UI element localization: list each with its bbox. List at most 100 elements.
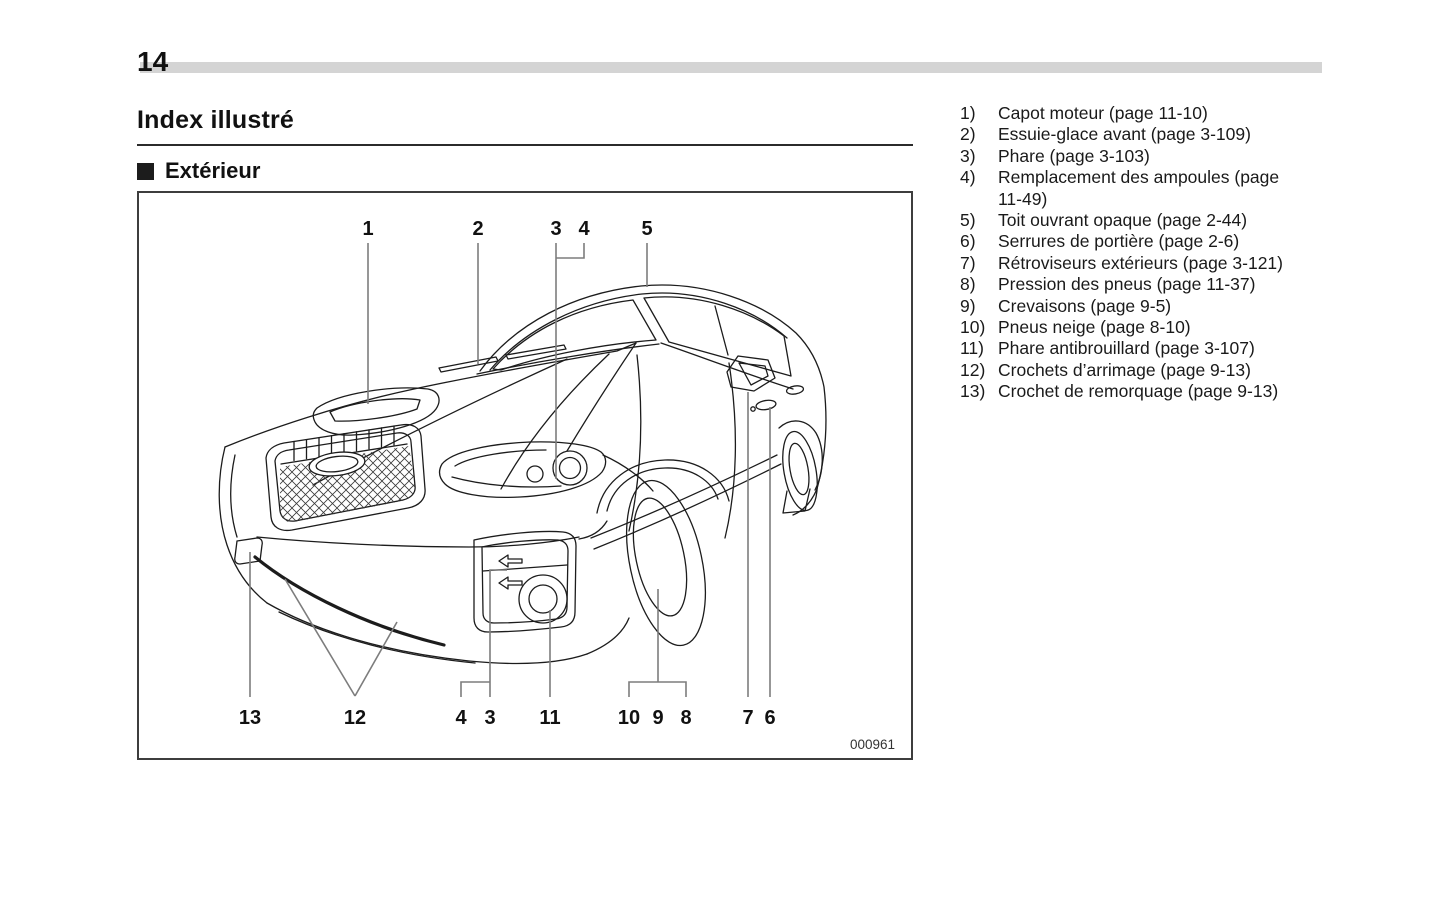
- rear-tire: [782, 430, 818, 512]
- legend-item-4: 4) Remplacement des ampoules (page 11-49): [960, 167, 1298, 210]
- callout-12: 12: [344, 707, 366, 729]
- legend-item-number: 7): [960, 252, 976, 273]
- callout-5: 5: [641, 218, 652, 240]
- front-wheel-arch: [596, 459, 730, 514]
- car-diagram-svg: 1 2 3 4 5 13 12 4 3 11 10 9 8 7 6 000961: [218, 218, 895, 752]
- legend-item-text: Pression des pneus (page 11-37): [998, 274, 1256, 295]
- headlight-to-arch-line: [602, 454, 654, 492]
- legend-item-7: 7) Rétroviseurs extérieurs (page 3-121): [960, 253, 1298, 274]
- legend-item-number: 8): [960, 274, 976, 295]
- front-wheel-face: [632, 497, 688, 617]
- callout-10: 10: [618, 707, 640, 729]
- hood-scoop: [312, 387, 440, 436]
- legend-item-3: 3) Phare (page 3-103): [960, 146, 1298, 167]
- legend-item-number: 5): [960, 210, 976, 231]
- bumper-top-line: [256, 536, 580, 548]
- legend-item-text: Serrures de portière (page 2-6): [998, 231, 1240, 252]
- callout-3-bottom: 3: [484, 707, 495, 729]
- cowl-line: [476, 343, 660, 375]
- callout-3-top: 3: [550, 218, 561, 240]
- leader-4-top-bracket: [556, 243, 585, 259]
- rocker-lines: [590, 454, 782, 550]
- callout-7: 7: [742, 707, 753, 729]
- legend-item-text: Rétroviseurs extérieurs (page 3-121): [998, 252, 1283, 273]
- hood-crease-right: [500, 353, 610, 490]
- page-title-block: Index illustré: [137, 106, 913, 146]
- roof-inner-line: [489, 292, 788, 371]
- legend-item-9: 9) Crevaisons (page 9-5): [960, 296, 1298, 317]
- windshield: [492, 299, 657, 371]
- rear-wheel-face: [788, 442, 810, 496]
- roofline: [479, 284, 827, 490]
- leader-12: [284, 578, 398, 697]
- b-pillar: [714, 305, 729, 356]
- side-mirror: [726, 355, 776, 392]
- brand-emblem: [308, 451, 366, 477]
- callout-13: 13: [239, 707, 261, 729]
- page-header-rule: [140, 62, 1322, 73]
- front-door-line: [628, 354, 642, 532]
- legend-item-5: 5)Toit ouvrant opaque (page 2-44): [960, 210, 1298, 231]
- legend-item-text: Crevaisons (page 9-5): [998, 295, 1172, 316]
- side-glass: [643, 296, 792, 377]
- rear-door-line: [724, 362, 737, 539]
- bumper-to-arch-line: [578, 520, 608, 540]
- legend-item-number: 13): [960, 381, 986, 402]
- legend-item-text: Capot moteur (page 11-10): [998, 103, 1208, 123]
- legend-item-number: 12): [960, 359, 986, 380]
- front-door-handle: [755, 399, 777, 411]
- wiper-blades: [438, 344, 567, 373]
- leader-lines: [249, 243, 771, 697]
- figure-code: 000961: [850, 737, 895, 752]
- leader-3-bottom: [489, 569, 507, 697]
- legend-item-11: 11) Phare antibrouillard (page 3-107): [960, 338, 1298, 359]
- section-heading: Extérieur: [137, 158, 260, 184]
- legend-item-text: Crochet de remorquage (page 9-13): [998, 381, 1279, 402]
- legend-item-number: 9): [960, 295, 976, 316]
- legend-item-number: 4): [960, 167, 976, 188]
- legend-item-text: Phare (page 3-103): [998, 145, 1150, 166]
- legend-item-number: 11): [960, 338, 984, 359]
- legend-item-number: 3): [960, 145, 976, 166]
- bumper-lip-inner: [278, 611, 476, 664]
- legend-item-text: Crochets d’arrimage (page 9-13): [998, 359, 1251, 380]
- fender-line: [566, 342, 637, 452]
- legend-item-text: Remplacement des ampoules (page 11-49): [998, 167, 1280, 209]
- beltline: [660, 342, 794, 390]
- callout-1: 1: [362, 218, 373, 240]
- callout-9: 9: [652, 707, 663, 729]
- bumper-corner-right: [586, 617, 630, 655]
- legend-item-text: Phare antibrouillard (page 3-107): [998, 338, 1255, 359]
- rear-door-handle: [785, 385, 805, 395]
- front-grille: [265, 423, 426, 532]
- bumper-accent: [253, 555, 446, 647]
- rear-wheel-arch: [778, 420, 823, 491]
- leader-4-bottom-bracket: [460, 681, 490, 697]
- callout-8: 8: [680, 707, 691, 729]
- legend-item-1: 1) Capot moteur (page 11-10): [960, 103, 1298, 124]
- front-tire: [626, 479, 706, 647]
- page-title: Index illustré: [137, 106, 295, 134]
- legend-list: 1)Capot moteur (page 11-10) 2)Essuie-gla…: [960, 103, 1298, 403]
- callout-labels: 1 2 3 4 5 13 12 4 3 11 10 9 8 7 6: [239, 218, 776, 729]
- callout-6: 6: [764, 707, 775, 729]
- legend-item-8: 8) Pression des pneus (page 11-37): [960, 274, 1298, 295]
- door-keyhole: [750, 406, 756, 412]
- legend-item-number: 6): [960, 231, 976, 252]
- fog-lamp: [518, 574, 568, 624]
- legend-item-text: Pneus neige (page 8-10): [998, 317, 1191, 338]
- exterior-diagram-frame: 1 2 3 4 5 13 12 4 3 11 10 9 8 7 6 000961: [137, 191, 913, 760]
- callout-4-top: 4: [578, 218, 590, 240]
- legend-item-number: 1): [960, 103, 976, 123]
- rear-mudflap: [782, 488, 811, 514]
- section-label: Extérieur: [165, 158, 261, 183]
- legend-item-text: Essuie-glace avant (page 3-109): [998, 124, 1251, 145]
- car-drawing: [218, 284, 827, 665]
- fog-lamp-housing: [473, 530, 577, 633]
- nose-edge: [218, 446, 268, 604]
- nose-inner-line: [230, 454, 238, 538]
- legend-item-number: 10): [960, 317, 986, 338]
- callout-2: 2: [472, 218, 483, 240]
- legend-item-10: 10) Pneus neige (page 8-10): [960, 317, 1298, 338]
- legend-item-12: 12) Crochets d’arrimage (page 9-13): [960, 360, 1298, 381]
